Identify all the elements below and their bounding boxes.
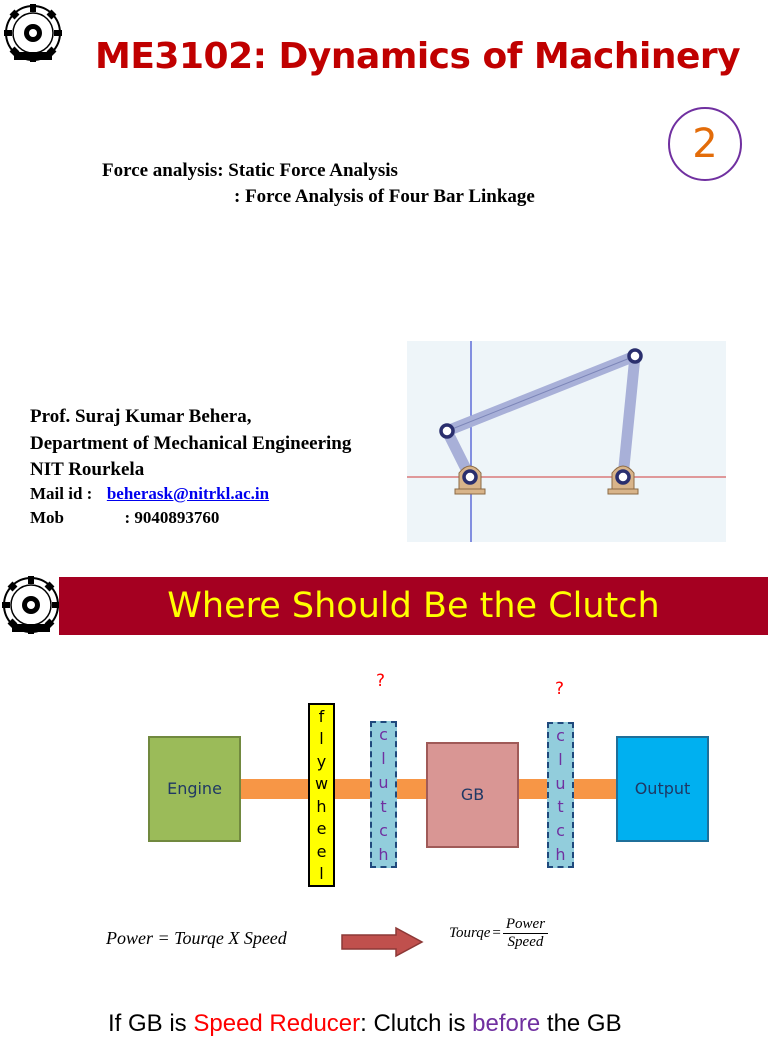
subtitle-line-2: : Force Analysis of Four Bar Linkage (234, 186, 535, 207)
four-bar-linkage-illustration (407, 341, 726, 542)
clutch-position-statement: If GB is Speed Reducer: Clutch is before… (108, 1010, 622, 1038)
institute-logo (4, 4, 62, 62)
slide-number-badge: 2 (668, 107, 742, 181)
clutch-letter: u (378, 773, 389, 793)
torque-denominator: Speed (507, 934, 544, 950)
torque-equals: = (492, 925, 501, 941)
flywheel-letter: l (319, 729, 324, 749)
clutch-letter: c (556, 726, 565, 746)
page-title: ME3102: Dynamics of Machinery (95, 36, 741, 77)
flywheel-letter: e (316, 841, 327, 861)
flywheel-letter: f (318, 706, 325, 726)
flywheel-letter: l (319, 864, 324, 884)
power-formula: Power = Tourqe X Speed (106, 928, 287, 948)
right-arrow-icon (340, 926, 424, 963)
mob-row: Mob : 9040893760 (30, 508, 219, 528)
clutch-bar-2: c l u t c h (547, 722, 574, 868)
flywheel-letter: w (314, 774, 329, 794)
clutch-letter: c (556, 820, 565, 840)
clutch-bar-1: c l u t c h (370, 721, 397, 868)
author-name: Prof. Suraj Kumar Behera, (30, 406, 252, 427)
clutch-letter: l (381, 749, 386, 769)
mail-row: Mail id : beherask@nitrkl.ac.in (30, 484, 269, 504)
institute-logo-slide2 (2, 576, 60, 634)
torque-fraction: Power Speed (502, 916, 549, 951)
output-box: Output (616, 736, 709, 842)
shaft-engine-flywheel (238, 779, 310, 799)
torque-lhs: Tourqe (449, 925, 491, 941)
mob-number: : 9040893760 (124, 508, 220, 527)
mail-label: Mail id : (30, 484, 93, 503)
flywheel-letter: e (316, 819, 327, 839)
question-mark-1: ? (376, 671, 386, 691)
email-link[interactable]: beherask@nitrkl.ac.in (106, 484, 270, 503)
clutch-letter: h (555, 844, 566, 864)
engine-box: Engine (148, 736, 241, 842)
clutch-letter: u (555, 773, 566, 793)
clutch-letter: t (557, 797, 564, 817)
flywheel-bar: f l y w h e e l (308, 703, 335, 887)
slide2-title-banner: Where Should Be the Clutch (59, 577, 768, 635)
mob-label: Mob (30, 508, 64, 527)
question-mark-2: ? (555, 679, 565, 699)
flywheel-letter: y (316, 751, 327, 771)
flywheel-letter: h (316, 796, 327, 816)
subtitle-line-1: Force analysis: Static Force Analysis (102, 160, 398, 181)
clutch-letter: h (378, 844, 389, 864)
clutch-letter: c (379, 725, 388, 745)
torque-numerator: Power (505, 916, 546, 932)
clutch-letter: c (379, 820, 388, 840)
clutch-letter: t (380, 796, 387, 816)
author-institute: NIT Rourkela (30, 459, 145, 480)
clutch-letter: l (558, 749, 563, 769)
author-department: Department of Mechanical Engineering (30, 433, 352, 454)
torque-formula: Tourqe = Power Speed (449, 916, 549, 951)
gearbox-box: GB (426, 742, 519, 848)
